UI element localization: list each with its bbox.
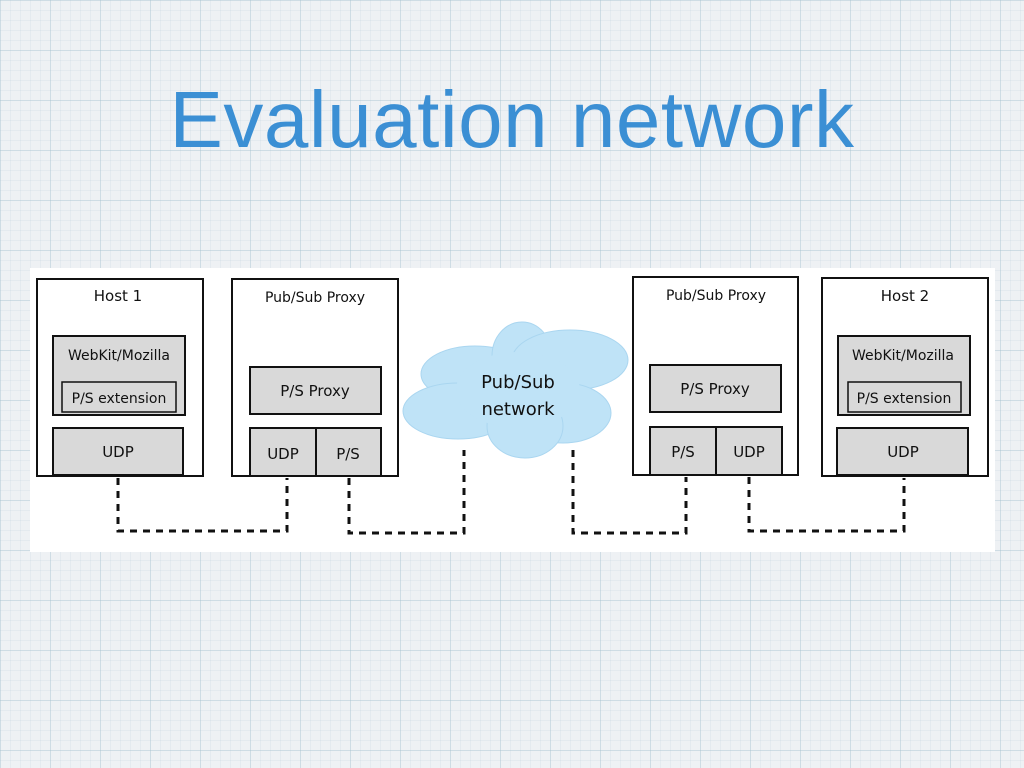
host2-udp-label: UDP [887,443,919,461]
proxy1-node: Pub/Sub Proxy P/S Proxy UDP P/S [231,278,399,477]
diagram-canvas: Host 1 WebKit/Mozilla P/S extension UDP … [36,276,989,535]
proxy2-node: Pub/Sub Proxy P/S Proxy P/S UDP [632,276,799,476]
proxy1-udp-label: UDP [267,445,299,463]
host2-title: Host 2 [881,287,929,305]
host1-extension-label: P/S extension [72,391,167,407]
host1-node: Host 1 WebKit/Mozilla P/S extension UDP [36,278,204,477]
host2-extension-box [847,381,962,413]
proxy1-ps-label: P/S [336,445,360,463]
host1-extension-box [61,381,177,413]
proxy1-psproxy-label: P/S Proxy [280,382,350,400]
proxy2-ps-box [649,426,717,476]
host2-node: Host 2 WebKit/Mozilla P/S extension UDP [821,277,989,477]
cloud-label-line2: network [481,399,555,420]
slide-title: Evaluation network [169,75,855,164]
link-proxy1-ps-to-cloud [347,450,466,535]
host1-browser-label: WebKit/Mozilla [68,348,170,364]
proxy1-ps-box [315,427,382,477]
link-host1-udp-to-proxy1-udp [116,478,289,533]
proxy1-udp-box [249,427,317,477]
cloud-label-line1: Pub/Sub [481,372,555,393]
proxy2-psproxy-label: P/S Proxy [680,380,750,398]
host2-browser-label: WebKit/Mozilla [852,348,954,364]
link-cloud-to-proxy2-ps [571,450,688,535]
proxy2-udp-box [715,426,783,476]
evaluation-network-diagram: Host 1 WebKit/Mozilla P/S extension UDP … [30,268,995,552]
proxy2-title: Pub/Sub Proxy [666,288,766,304]
proxy1-psproxy-box [249,366,382,415]
host2-extension-label: P/S extension [857,391,952,407]
pubsub-network-cloud: Pub/Sub network [402,321,629,459]
host1-udp-label: UDP [102,443,134,461]
host1-title: Host 1 [94,287,142,305]
host1-udp-box [52,427,184,476]
proxy2-ps-label: P/S [671,443,695,461]
proxy2-psproxy-box [649,364,782,413]
proxy1-title: Pub/Sub Proxy [265,290,365,306]
host2-udp-box [836,427,969,476]
proxy2-udp-label: UDP [733,443,765,461]
link-proxy2-udp-to-host2-udp [747,477,906,533]
